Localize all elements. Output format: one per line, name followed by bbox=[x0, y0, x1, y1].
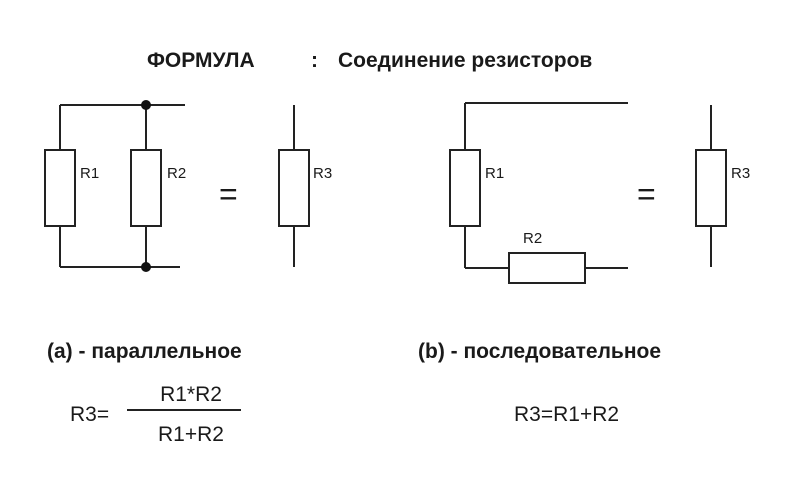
title-separator: : bbox=[311, 49, 318, 72]
parallel-formula-lhs: R3= bbox=[70, 403, 109, 426]
series-label-r2: R2 bbox=[523, 230, 542, 247]
series-circuit: R1 R2 bbox=[449, 102, 628, 284]
parallel-top-node bbox=[141, 100, 151, 110]
series-label-r1: R1 bbox=[485, 165, 504, 182]
parallel-formula-denominator: R1+R2 bbox=[158, 423, 224, 446]
parallel-bottom-node bbox=[141, 262, 151, 272]
parallel-caption: (a) - параллельное bbox=[47, 340, 242, 363]
title: ФОРМУЛА : Соединение резисторов bbox=[147, 49, 592, 72]
parallel-circuit: R1 R2 bbox=[44, 100, 186, 272]
parallel-equals-sign: = bbox=[219, 176, 238, 212]
title-main: ФОРМУЛА bbox=[147, 49, 255, 72]
series-caption: (b) - последовательное bbox=[418, 340, 661, 363]
title-subtitle: Соединение резисторов bbox=[338, 49, 592, 72]
series-resistor-r1 bbox=[449, 149, 481, 227]
parallel-label-r2: R2 bbox=[167, 165, 186, 182]
parallel-label-r3: R3 bbox=[313, 165, 332, 182]
series-resistor-r2 bbox=[508, 252, 586, 284]
parallel-formula: R3= R1*R2 R1+R2 bbox=[70, 383, 241, 446]
parallel-formula-numerator: R1*R2 bbox=[160, 383, 222, 406]
series-equals-sign: = bbox=[637, 176, 656, 212]
parallel-resistor-r2 bbox=[130, 149, 162, 227]
series-label-r3: R3 bbox=[731, 165, 750, 182]
parallel-resistor-r1 bbox=[44, 149, 76, 227]
parallel-equivalent: R3 bbox=[278, 105, 332, 267]
parallel-label-r1: R1 bbox=[80, 165, 99, 182]
parallel-resistor-r3 bbox=[278, 149, 310, 227]
series-formula: R3=R1+R2 bbox=[514, 403, 619, 426]
series-equivalent: R3 bbox=[695, 105, 750, 267]
series-resistor-r3 bbox=[695, 149, 727, 227]
